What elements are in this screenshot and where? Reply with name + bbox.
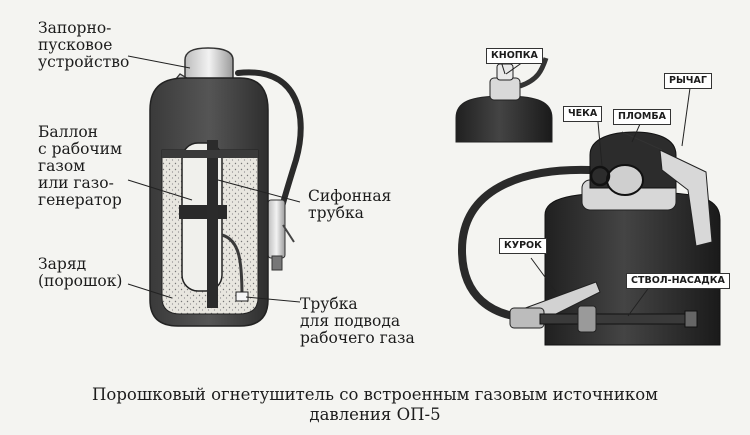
right-leader-lines: [505, 61, 691, 317]
label-gas-supply-tube: Трубка для подвода рабочего газа: [300, 295, 415, 347]
left-extinguisher: [149, 47, 304, 327]
tag-lever: РЫЧАГ: [664, 73, 712, 89]
label-charge: Заряд (порошок): [38, 255, 123, 290]
label-shutoff-device: Запорно- пусковое устройство: [38, 19, 130, 71]
tag-trigger: КУРОК: [499, 238, 547, 254]
label-cylinder: Баллон с рабочим газом или газо- генерат…: [38, 123, 123, 209]
left-leader-lines: [127, 55, 301, 303]
tag-button: КНОПКА: [486, 48, 543, 64]
right-extinguisher: [457, 131, 721, 346]
figure-caption: Порошковый огнетушитель со встроенным га…: [92, 385, 658, 424]
tag-pin: ЧЕКА: [563, 106, 603, 122]
label-siphon-tube: Сифонная трубка: [308, 187, 392, 222]
tag-nozzle: СТВОЛ-НАСАДКА: [626, 273, 730, 289]
tag-seal: ПЛОМБА: [613, 109, 671, 125]
